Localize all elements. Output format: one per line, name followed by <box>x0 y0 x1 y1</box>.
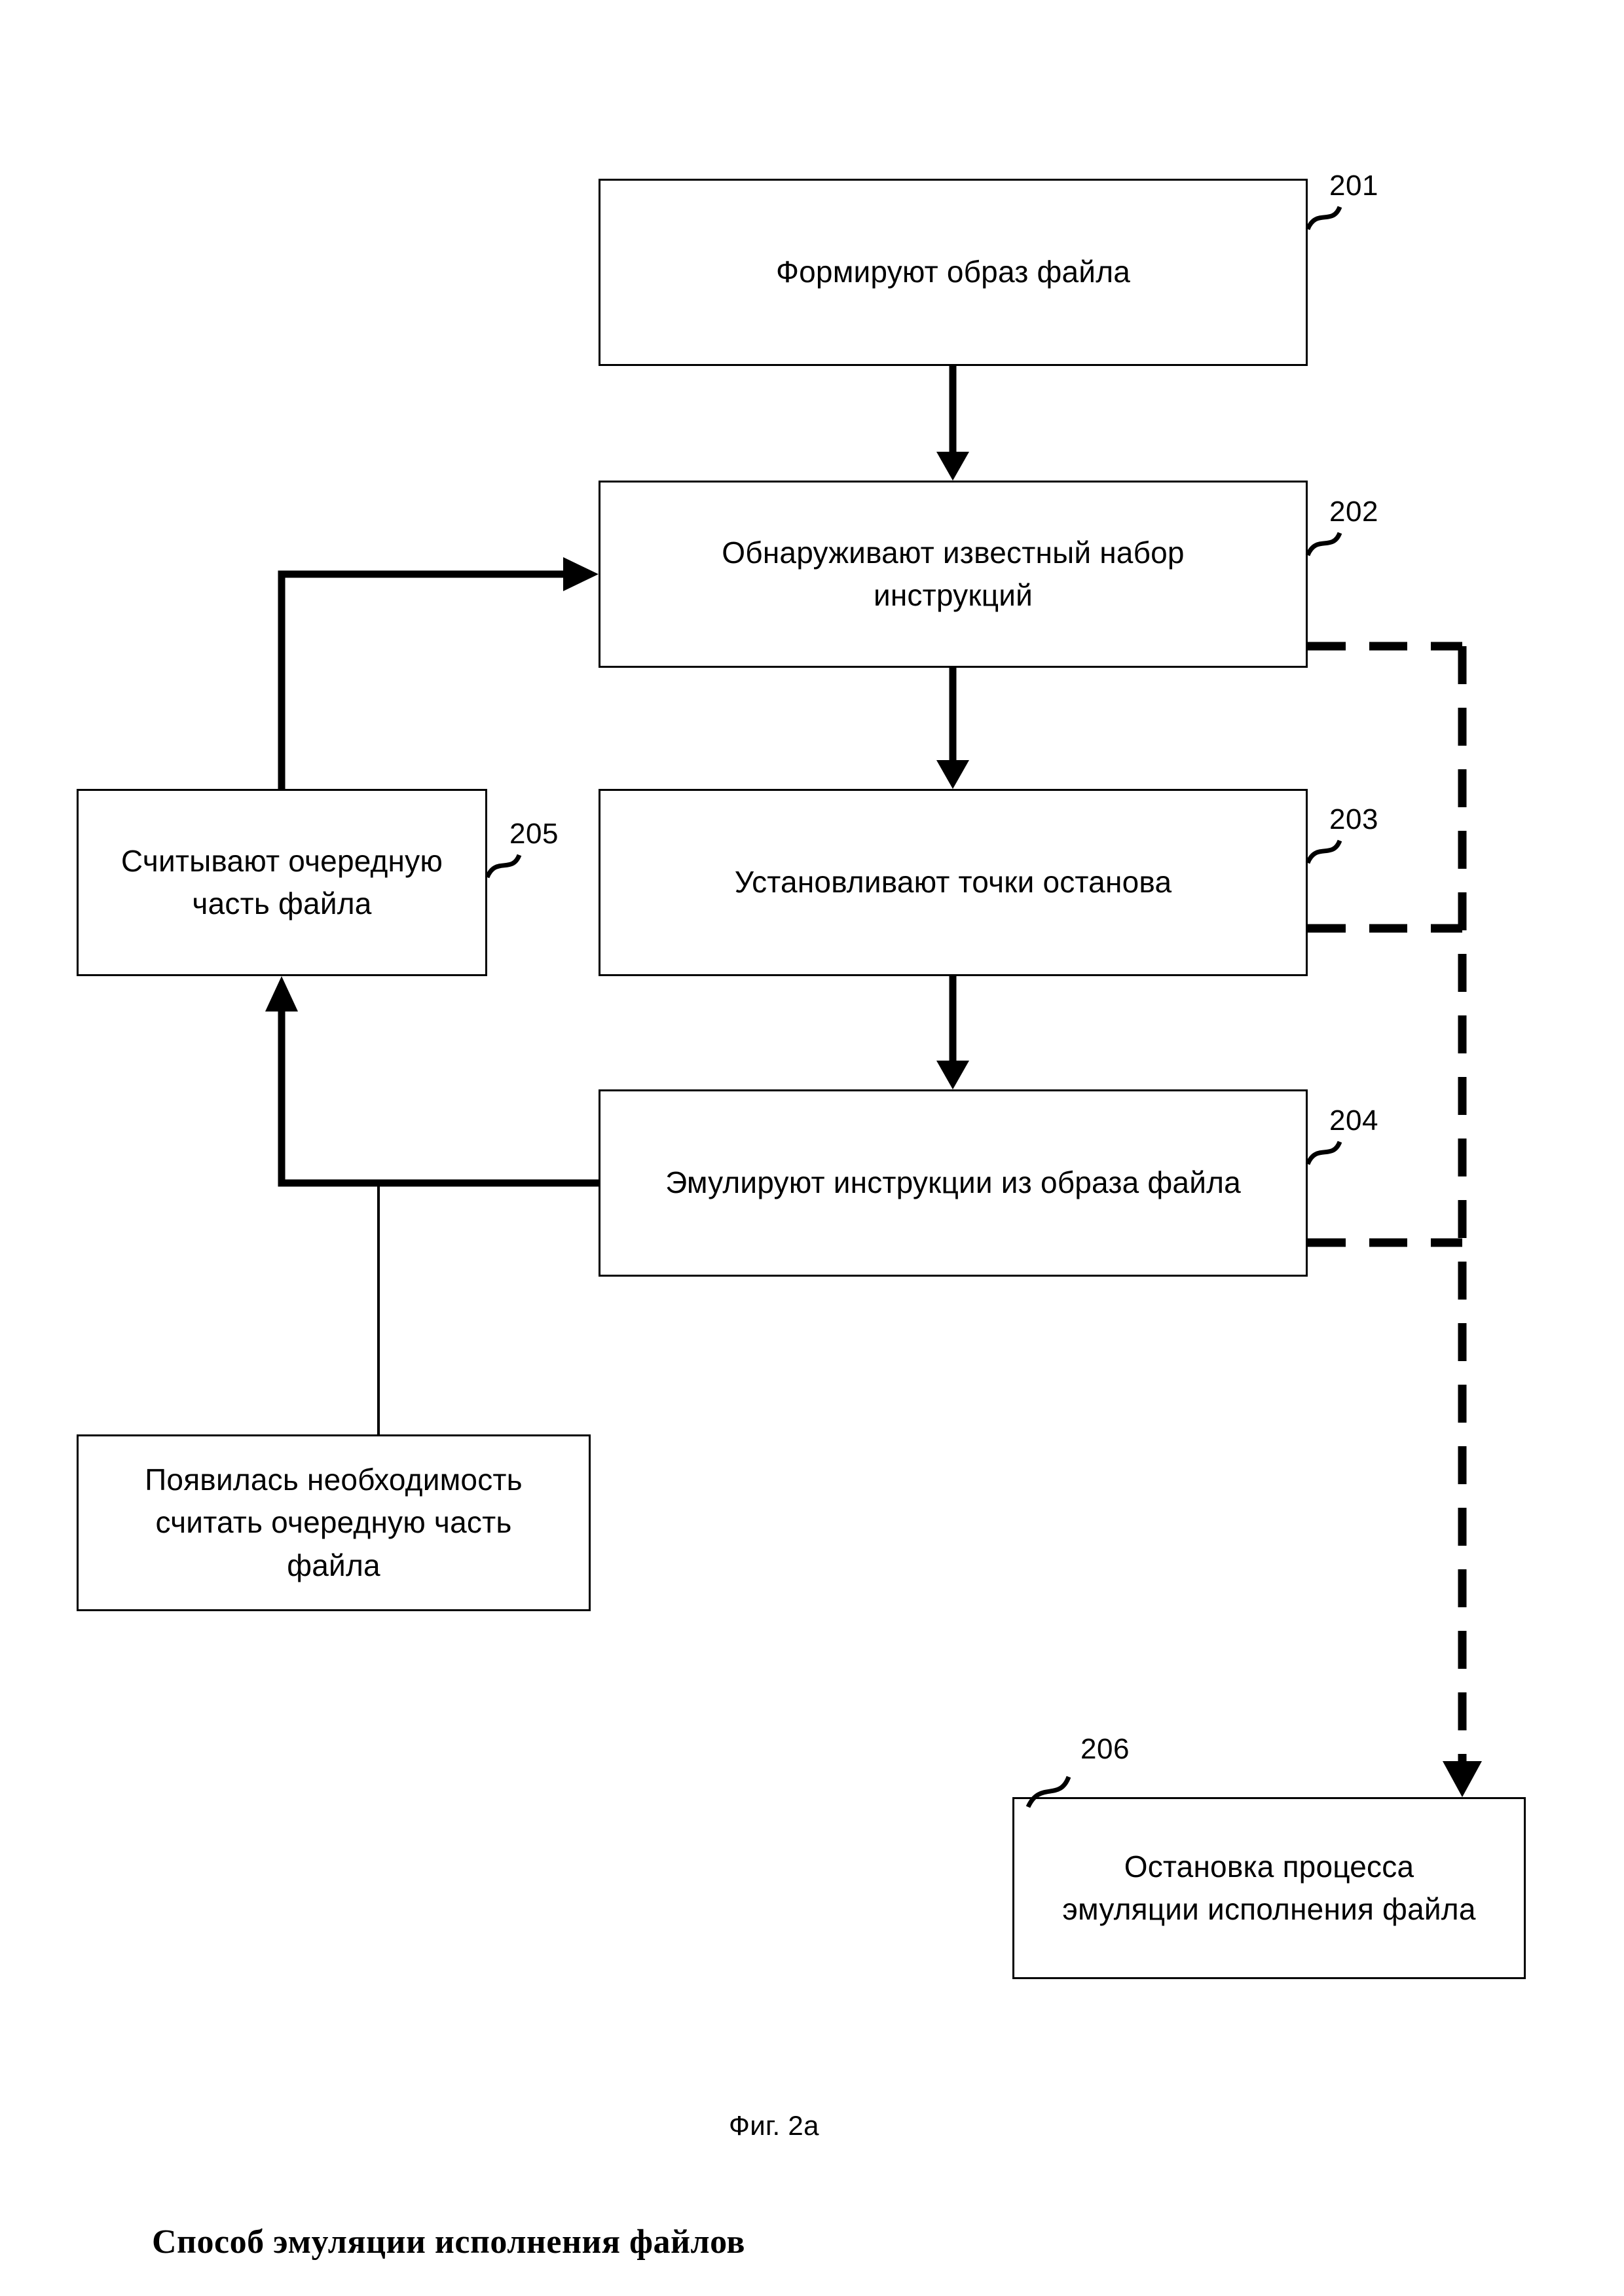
ref-label-203: 203 <box>1329 803 1378 835</box>
ref-leader-203 <box>1305 839 1342 864</box>
node-206-label: Остановка процесса эмуляции исполнения ф… <box>1062 1849 1476 1926</box>
ref-leader-201 <box>1305 206 1342 230</box>
node-206[interactable]: Остановка процесса эмуляции исполнения ф… <box>1012 1797 1526 1979</box>
node-201[interactable]: Формируют образ файла <box>599 179 1308 366</box>
ref-leader-202 <box>1305 532 1342 556</box>
node-205[interactable]: Считывают очередную часть файла <box>77 789 487 976</box>
node-203[interactable]: Установливают точки останова <box>599 789 1308 976</box>
figure-caption: Фиг. 2а <box>729 2110 819 2141</box>
node-203-label: Установливают точки останова <box>734 865 1172 900</box>
node-201-label: Формируют образ файла <box>775 255 1131 289</box>
node-204[interactable]: Эмулируют инструкции из образа файла <box>599 1089 1308 1277</box>
ref-label-202: 202 <box>1329 496 1378 528</box>
ref-leader-204 <box>1305 1140 1342 1165</box>
ref-label-205: 205 <box>509 818 559 850</box>
ref-label-206: 206 <box>1080 1733 1130 1765</box>
ref-label-201: 201 <box>1329 170 1378 202</box>
node-note-label: Появилась необходимость считать очередну… <box>145 1463 523 1582</box>
node-204-label: Эмулируют инструкции из образа файла <box>665 1165 1241 1200</box>
node-202-label: Обнаруживают известный набор инструкций <box>722 535 1185 612</box>
document-title: Способ эмуляции исполнения файлов <box>152 2223 745 2261</box>
node-note-condition[interactable]: Появилась необходимость считать очередну… <box>77 1434 591 1611</box>
ref-label-204: 204 <box>1329 1104 1378 1137</box>
node-202[interactable]: Обнаруживают известный набор инструкций <box>599 481 1308 668</box>
node-205-label: Считывают очередную часть файла <box>120 843 443 920</box>
ref-leader-205 <box>485 854 522 879</box>
ref-leader-206 <box>1025 1776 1071 1808</box>
